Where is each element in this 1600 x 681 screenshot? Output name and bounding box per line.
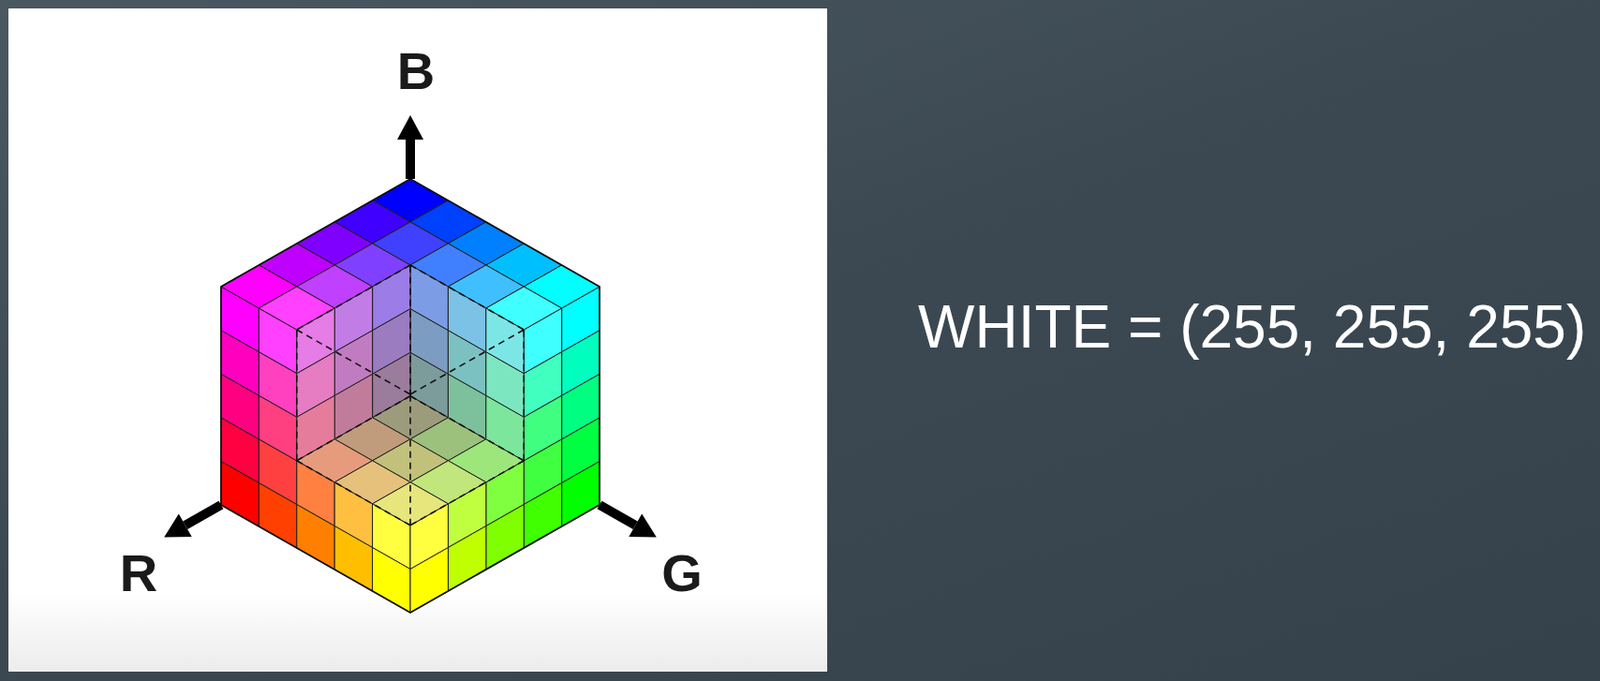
- cutout-edge: [409, 265, 412, 397]
- cube-cells: [221, 178, 600, 613]
- axis-shaft: [599, 504, 636, 526]
- cutout-edge: [410, 329, 524, 395]
- axis-arrows: [163, 115, 657, 538]
- axis-shaft: [185, 504, 222, 526]
- cutout-edge: [296, 329, 298, 461]
- cube-outline: [221, 178, 600, 613]
- cutout-edge: [522, 329, 525, 461]
- color-value-text: WHITE = (255, 255, 255): [918, 294, 1586, 360]
- axis-arrowhead: [397, 115, 424, 140]
- cutout-edge: [410, 396, 524, 461]
- cutout-edge: [296, 329, 411, 395]
- cube-cell: [334, 286, 372, 353]
- cutout-edge: [410, 460, 524, 526]
- axis-label: B: [397, 42, 435, 101]
- cube-cell: [447, 286, 486, 353]
- cube-cell: [372, 265, 411, 331]
- cutout-edge: [296, 460, 411, 526]
- cutout-dashes: [296, 265, 524, 526]
- cube-cell: [296, 308, 335, 374]
- cutout-edge: [409, 394, 412, 526]
- axis-shaft: [405, 139, 415, 179]
- axis-arrowhead: [628, 514, 657, 538]
- axis-label: R: [119, 544, 158, 603]
- axis-arrowhead: [163, 514, 193, 538]
- axis-label: G: [661, 544, 703, 603]
- cube-cell: [410, 265, 448, 331]
- cube-cell: [486, 308, 524, 374]
- cutout-edge: [296, 265, 411, 330]
- cutout-edge: [410, 265, 524, 330]
- cutout-edge: [296, 396, 411, 461]
